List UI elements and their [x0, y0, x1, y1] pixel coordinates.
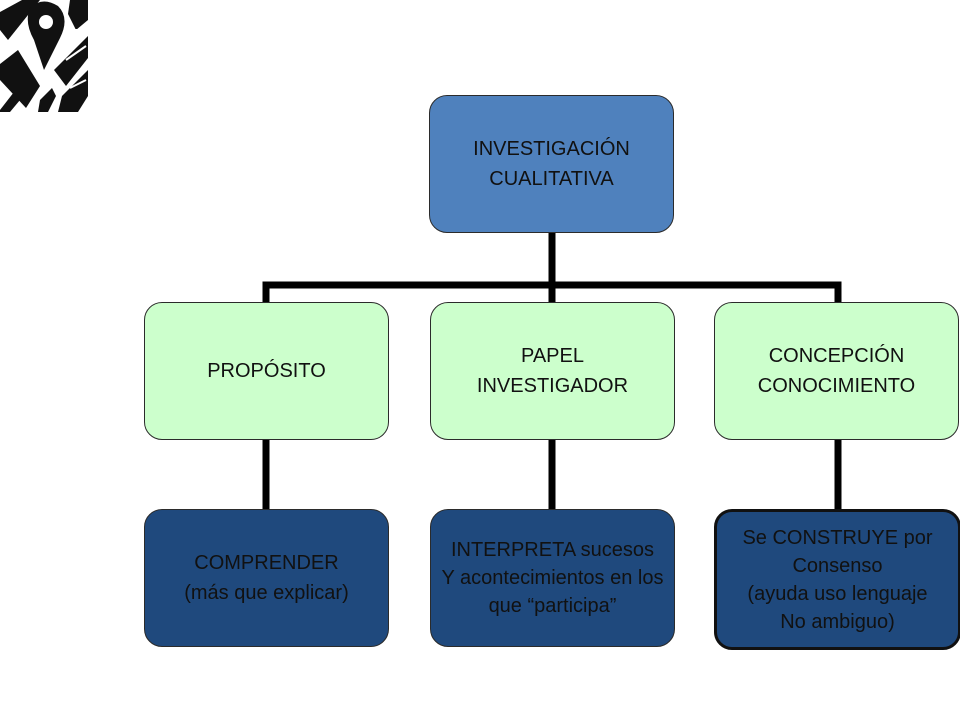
leaf-node-construye: Se CONSTRUYE por Consenso (ayuda uso len… — [714, 509, 960, 650]
branch-node-concepcion-conocimiento: CONCEPCIÓN CONOCIMIENTO — [714, 302, 959, 440]
branch-node-proposito: PROPÓSITO — [144, 302, 389, 440]
branch-label: CONCEPCIÓN CONOCIMIENTO — [757, 345, 916, 397]
leaf-label: COMPRENDER (más que explicar) — [184, 552, 349, 604]
leaf-label: INTERPRETA sucesos Y acontecimientos en … — [441, 539, 664, 617]
root-node: INVESTIGACIÓN CUALITATIVA — [429, 95, 674, 233]
leaf-node-comprender: COMPRENDER (más que explicar) — [144, 509, 389, 647]
leaf-label: Se CONSTRUYE por Consenso (ayuda uso len… — [742, 526, 933, 633]
branch-node-papel-investigador: PAPEL INVESTIGADOR — [430, 302, 675, 440]
branch-label: PROPÓSITO — [207, 360, 326, 382]
branch-label: PAPEL INVESTIGADOR — [476, 345, 629, 397]
leaf-node-interpreta: INTERPRETA sucesos Y acontecimientos en … — [430, 509, 675, 647]
map-pin-logo-icon — [0, 0, 90, 112]
root-label: INVESTIGACIÓN CUALITATIVA — [473, 138, 630, 190]
